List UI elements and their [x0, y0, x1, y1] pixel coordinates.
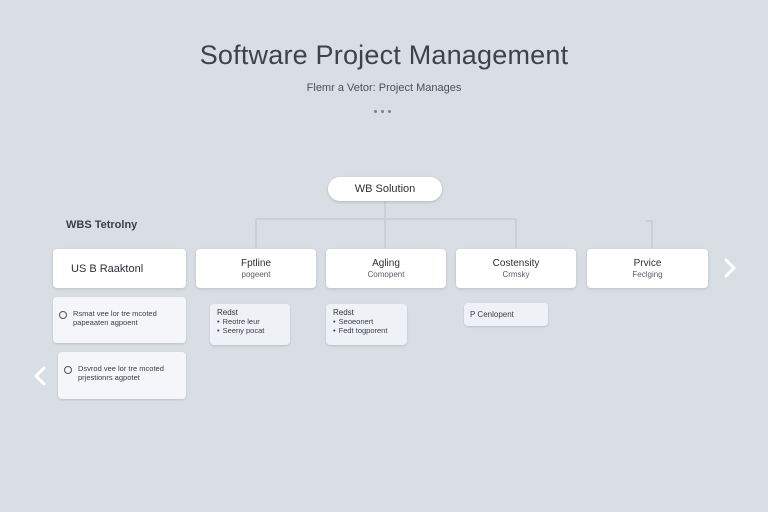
chevron-right-icon[interactable] — [720, 254, 740, 282]
radio-icon[interactable] — [64, 366, 72, 374]
task-card-1-line-1: Rsmat vee lor tre mcoted — [73, 309, 157, 318]
task-card-2-line-1: Dsvrod vee lor tre mcoted — [78, 364, 164, 373]
wbs-node-2-label: Fptline — [240, 258, 271, 269]
wbs-node-4[interactable]: Costensity Crmsky — [456, 249, 576, 288]
wbs-node-5[interactable]: Prvice Feclging — [587, 249, 708, 288]
more-dots-icon — [374, 110, 391, 113]
detail-card-1-item: Reotre leur — [217, 317, 290, 326]
detail-card-3[interactable]: P Cenlopent — [464, 303, 548, 326]
wbs-node-1-label: US B Raaktonl — [71, 262, 144, 275]
detail-card-1-item: Seeny pocat — [217, 326, 290, 335]
wbs-node-3[interactable]: Agling Comopent — [326, 249, 446, 288]
detail-card-2-item: Fedt togporent — [333, 326, 407, 335]
section-label: WBS Tetrolny — [66, 219, 138, 231]
wbs-node-2[interactable]: Fptline pogeent — [196, 249, 316, 288]
detail-card-1[interactable]: Redst Reotre leur Seeny pocat — [210, 304, 290, 345]
detail-card-1-heading: Redst — [217, 308, 238, 317]
detail-card-2-heading: Redst — [333, 308, 354, 317]
wbs-node-1[interactable]: US B Raaktonl — [53, 249, 186, 288]
root-node[interactable]: WB Solution — [328, 177, 442, 201]
wbs-node-3-sublabel: Comopent — [367, 270, 405, 279]
detail-card-3-label: P Cenlopent — [470, 310, 514, 319]
task-card-1-line-2: papeaaten agpoent — [73, 318, 138, 327]
task-card-2[interactable]: Dsvrod vee lor tre mcoted prjestionrs ag… — [58, 352, 186, 399]
page-subtitle: Flemr a Vetor: Project Manages — [306, 82, 462, 94]
detail-card-2[interactable]: Redst Seoeonert Fedt togporent — [326, 304, 407, 345]
radio-icon[interactable] — [59, 311, 67, 319]
wbs-node-3-label: Agling — [372, 258, 400, 269]
wbs-node-5-label: Prvice — [633, 258, 662, 269]
root-node-label: WB Solution — [354, 183, 416, 195]
wbs-node-2-sublabel: pogeent — [241, 270, 271, 279]
task-card-2-line-2: prjestionrs agpotet — [78, 373, 140, 382]
page-title: Software Project Management — [199, 40, 569, 70]
chevron-left-icon[interactable] — [30, 362, 50, 390]
wbs-node-5-sublabel: Feclging — [632, 270, 663, 279]
task-card-1[interactable]: Rsmat vee lor tre mcoted papeaaten agpoe… — [53, 297, 186, 343]
wbs-node-4-sublabel: Crmsky — [502, 270, 530, 279]
wbs-node-4-label: Costensity — [492, 258, 540, 269]
detail-card-2-item: Seoeonert — [333, 317, 407, 326]
